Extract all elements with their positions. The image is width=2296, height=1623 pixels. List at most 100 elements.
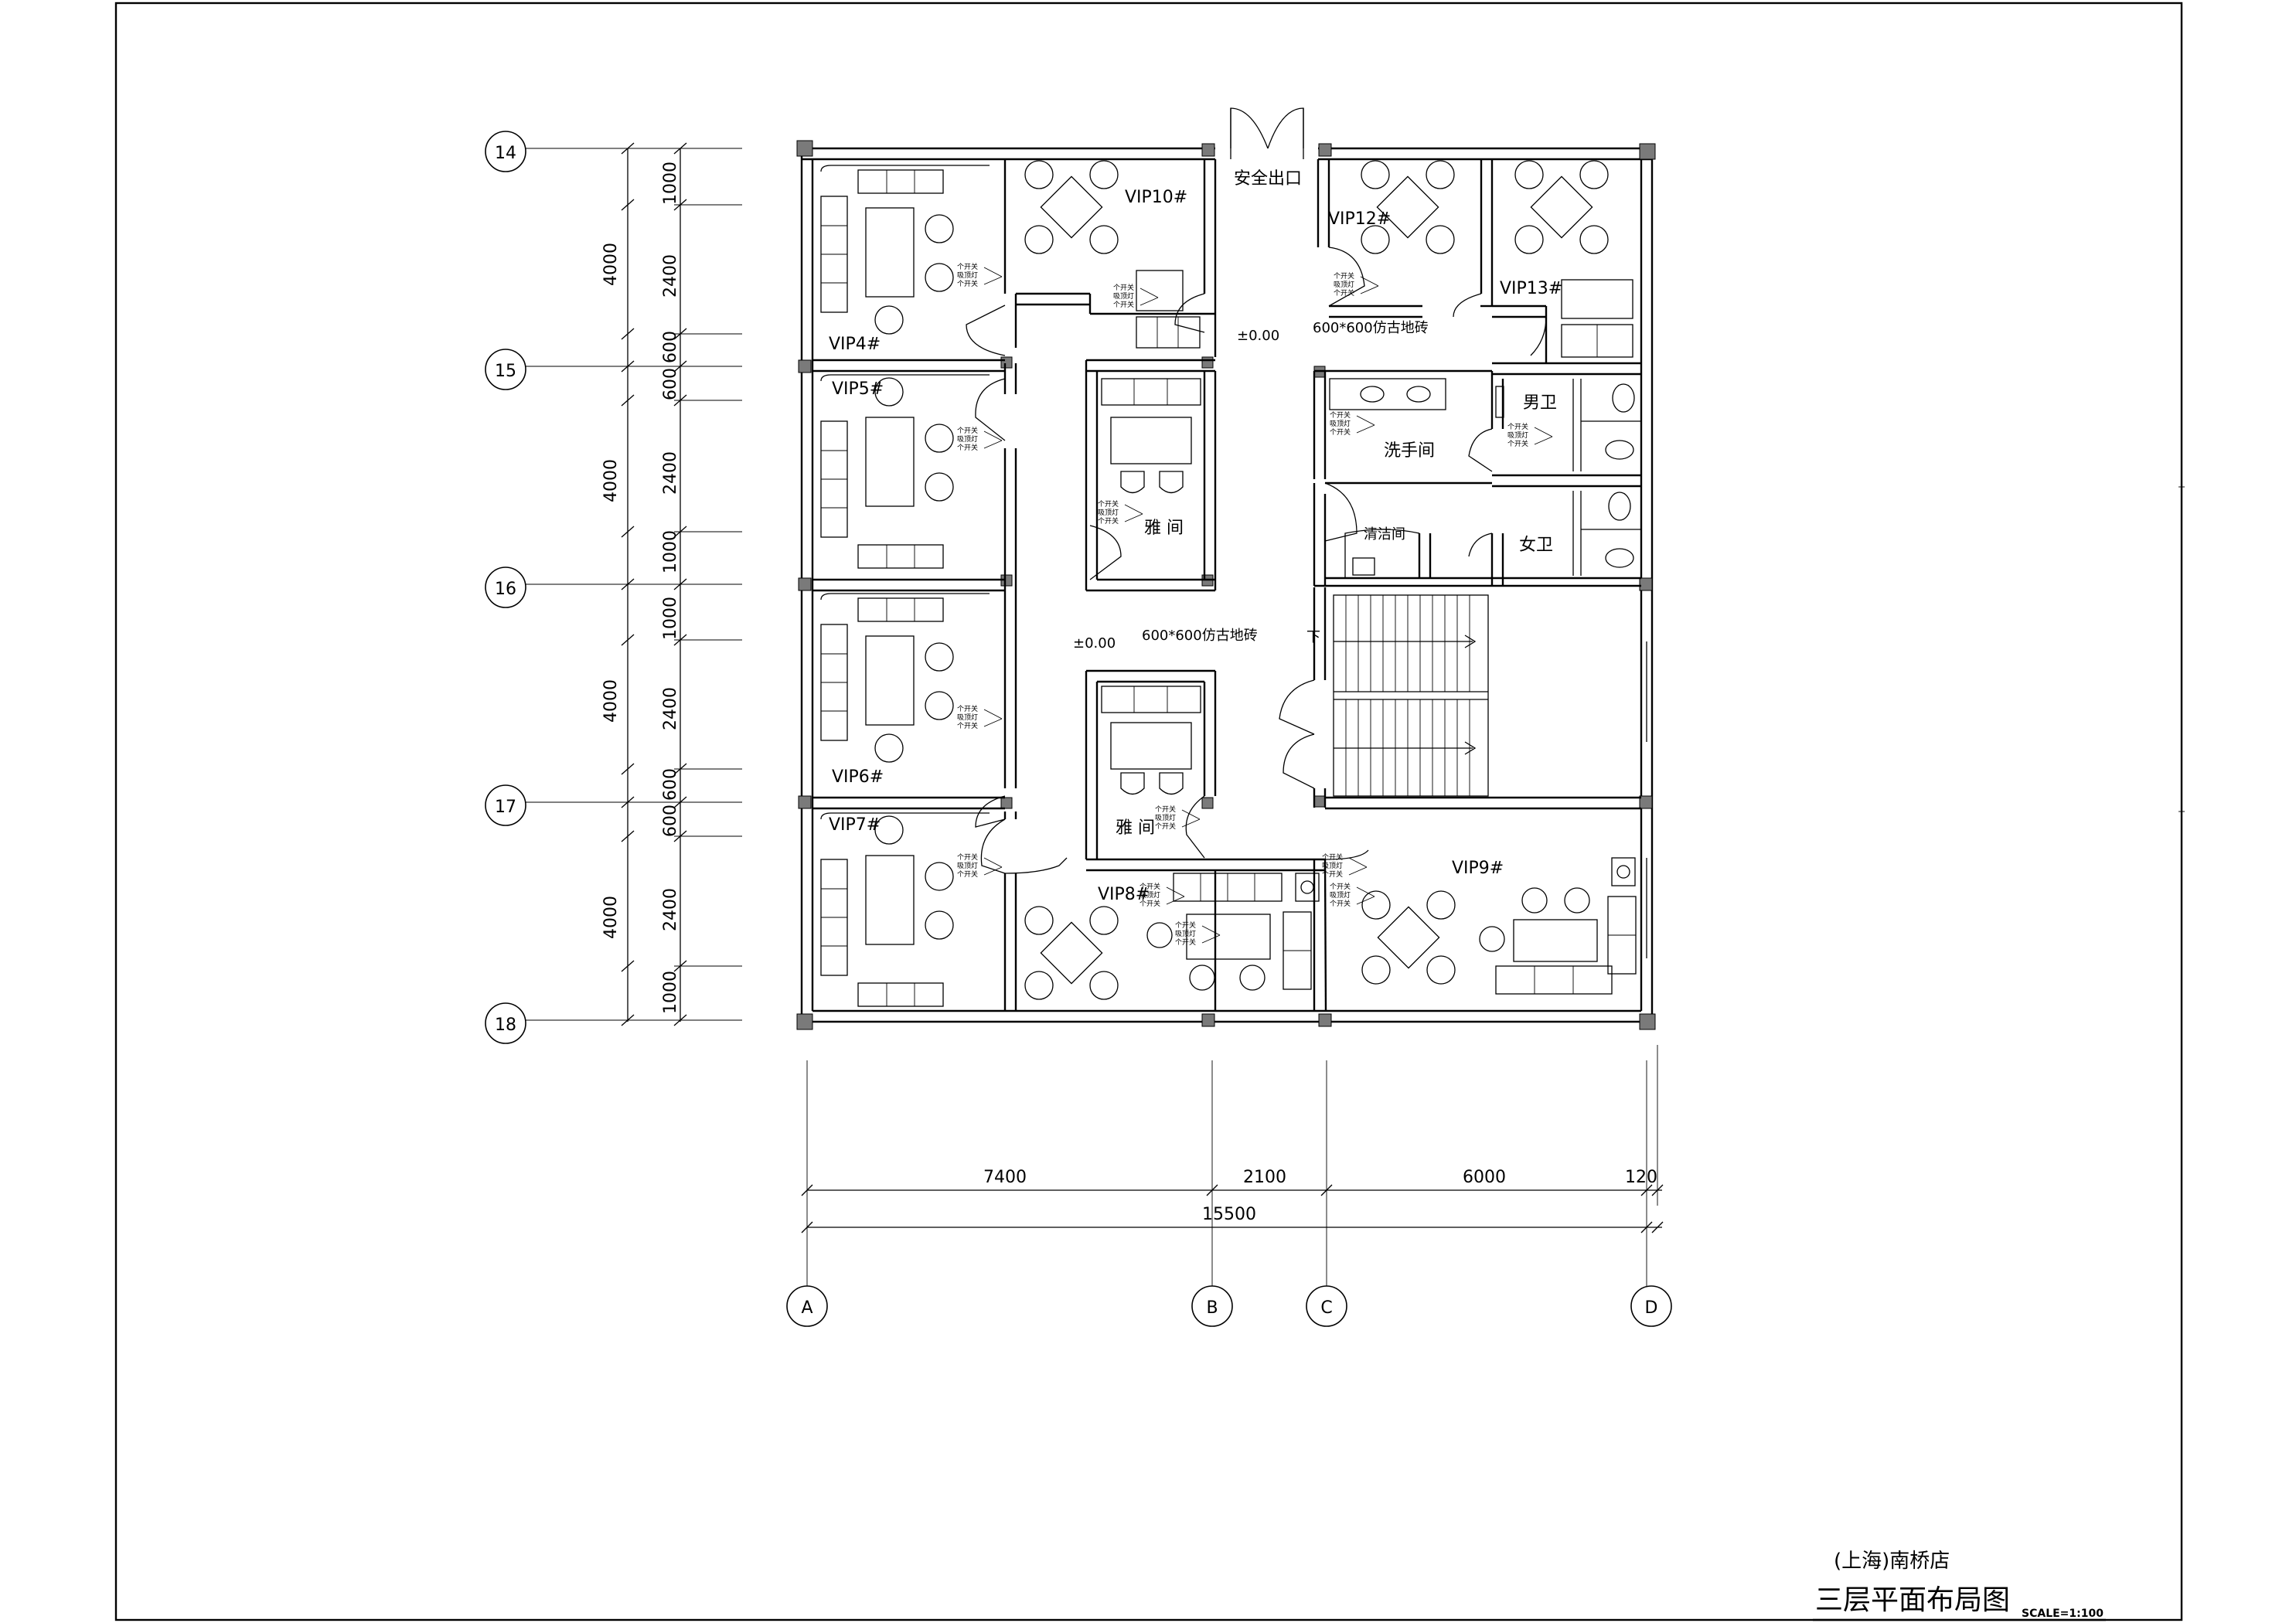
axis-d: D [1645, 1298, 1658, 1318]
switch-note: 个开关 [1098, 499, 1119, 509]
horizontal-dimensions: 7400 2100 6000 120 15500 [801, 1045, 1664, 1237]
switch-note: 吸顶灯 [1098, 509, 1119, 517]
dim-inner-8: 600 [661, 768, 680, 801]
switch-note: 吸顶灯 [1113, 292, 1134, 301]
switch-note: 个开关 [1175, 920, 1196, 930]
table-with-4-chairs [1024, 160, 1119, 254]
vip7-label: VIP7# [829, 815, 881, 835]
vip13-label: VIP13# [1500, 279, 1562, 298]
room-labels: 安全出口 VIP10# VIP12# VIP13# VIP4# VIP5# VI… [829, 169, 1562, 904]
axis-c: C [1320, 1298, 1332, 1318]
women-toilet-label: 女卫 [1519, 536, 1553, 555]
dim-inner-11: 1000 [661, 971, 680, 1014]
switch-note: 个开关 [957, 279, 978, 288]
private-room-1-label: 雅 间 [1144, 519, 1184, 538]
washroom-label: 洗手间 [1384, 441, 1435, 461]
switch-note: 个开关 [1334, 288, 1354, 298]
drawing-scale: SCALE=1:100 [2022, 1608, 2104, 1620]
structural-columns [796, 140, 1656, 1030]
axis-18: 18 [495, 1016, 516, 1035]
dining-tables [1024, 160, 1609, 1000]
switch-note: 个开关 [957, 704, 978, 713]
switch-note: 个开关 [1175, 937, 1196, 947]
vertical-dimensions: 4000 4000 4000 4000 1000 2400 600 600 24… [510, 142, 742, 1026]
switch-note: 个开关 [1139, 882, 1160, 891]
vip6-label: VIP6# [832, 767, 884, 787]
switch-note: 吸顶灯 [1330, 420, 1351, 428]
dim-row-17-18: 4000 [601, 896, 621, 939]
switch-note: 个开关 [1322, 852, 1343, 862]
dim-b-c: 2100 [1243, 1168, 1286, 1187]
dim-inner-5: 1000 [661, 530, 680, 573]
switch-note: 个开关 [1330, 882, 1351, 891]
switch-note: 个开关 [1155, 805, 1176, 814]
dim-inner-7: 2400 [661, 687, 680, 730]
switch-note: 个开关 [957, 721, 978, 730]
drawing-frame [114, 2, 2183, 1621]
exit-label: 安全出口 [1234, 169, 1302, 189]
switch-note: 吸顶灯 [1139, 891, 1160, 900]
vip-sofa-set [820, 374, 990, 569]
room-doors [966, 247, 1547, 874]
floor-level-1: ±0.00 [1237, 328, 1279, 344]
table-with-4-chairs [1514, 160, 1609, 254]
vip5-label: VIP5# [832, 379, 884, 399]
switch-note: 个开关 [957, 426, 978, 435]
column-axis-bubbles: A B C D [786, 1237, 1672, 1327]
left-vip-furniture [820, 165, 990, 1007]
electrical-notes: 个开关吸顶灯个开关个开关吸顶灯个开关个开关吸顶灯个开关个开关吸顶灯个开关个开关吸… [957, 262, 1553, 947]
switch-note: 吸顶灯 [1322, 862, 1343, 870]
dim-inner-10: 2400 [661, 888, 680, 931]
dim-a-b: 7400 [983, 1168, 1027, 1187]
switch-note: 吸顶灯 [957, 713, 978, 722]
dim-total: 15500 [1202, 1205, 1256, 1224]
axis-15: 15 [495, 362, 516, 381]
switch-note: 个开关 [1322, 869, 1343, 879]
switch-note: 吸顶灯 [1155, 814, 1176, 822]
exit-double-door [1230, 107, 1304, 159]
staircase: 下 [1306, 594, 1489, 797]
switch-note: 个开关 [1155, 822, 1176, 831]
dim-inner-0: 1000 [661, 162, 680, 205]
switch-note: 个开关 [957, 443, 978, 452]
exterior-walls [800, 147, 1654, 1023]
vip12-label: VIP12# [1328, 209, 1391, 229]
dim-inner-3: 600 [661, 368, 680, 400]
switch-note: 吸顶灯 [957, 862, 978, 870]
axis-16: 16 [495, 580, 516, 599]
vip10-label: VIP10# [1125, 188, 1187, 207]
switch-note: 个开关 [1330, 427, 1351, 437]
switch-note: 个开关 [1098, 516, 1119, 526]
switch-note: 吸顶灯 [957, 271, 978, 280]
switch-note: 个开关 [1139, 899, 1160, 908]
drawing-title: 三层平面布局图 [1815, 1584, 2010, 1616]
switch-note: 个开关 [1507, 422, 1528, 431]
title-block: (上海)南桥店 三层平面布局图 SCALE=1:100 [1813, 1550, 2106, 1621]
floor-tile-1: 600*600仿古地砖 [1313, 320, 1429, 336]
row-axis-bubbles: 14 15 16 17 18 [485, 131, 533, 1044]
floor-tile-2: 600*600仿古地砖 [1142, 628, 1258, 644]
dim-inner-2: 600 [661, 331, 680, 363]
switch-note: 吸顶灯 [1507, 431, 1528, 440]
switch-note: 个开关 [957, 262, 978, 271]
drawing-subtitle: (上海)南桥店 [1834, 1550, 1950, 1573]
dim-inner-9: 600 [661, 805, 680, 837]
vip-sofa-set [820, 593, 990, 763]
axis-14: 14 [495, 144, 516, 163]
cleaning-room-label: 清洁间 [1364, 526, 1405, 543]
switch-note: 个开关 [1334, 271, 1354, 281]
dim-row-14-15: 4000 [601, 243, 621, 286]
switch-note: 个开关 [1330, 899, 1351, 908]
switch-note: 吸顶灯 [1175, 930, 1196, 938]
table-with-4-chairs [1361, 890, 1456, 985]
switch-note: 吸顶灯 [957, 435, 978, 444]
switch-note: 个开关 [957, 852, 978, 862]
switch-note: 个开关 [1330, 410, 1351, 420]
private-room-2-label: 雅 间 [1116, 818, 1155, 838]
vip4-label: VIP4# [829, 335, 881, 354]
switch-note: 个开关 [1507, 439, 1528, 448]
dim-inner-1: 2400 [661, 254, 680, 298]
switch-note: 个开关 [957, 869, 978, 879]
dim-inner-4: 2400 [661, 451, 680, 495]
dim-wall: 120 [1625, 1168, 1657, 1187]
